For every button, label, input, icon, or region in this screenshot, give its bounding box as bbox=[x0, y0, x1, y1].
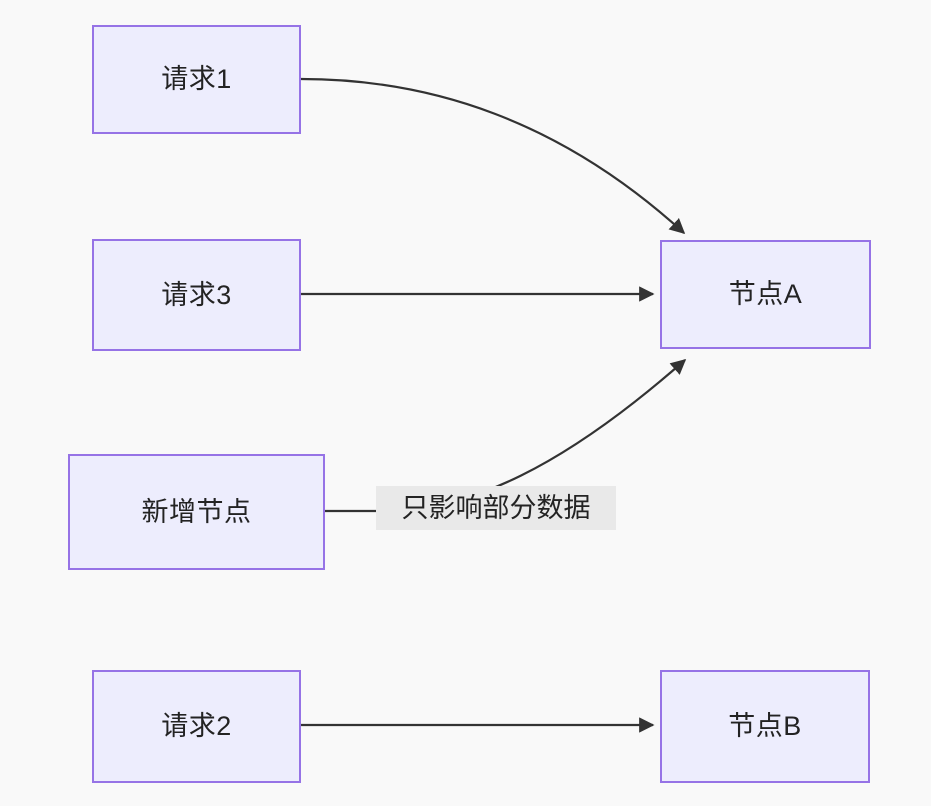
node-req3[interactable]: 请求3 bbox=[92, 239, 301, 351]
node-req2[interactable]: 请求2 bbox=[92, 670, 301, 783]
node-label: 节点B bbox=[728, 711, 802, 741]
node-label: 请求1 bbox=[161, 64, 232, 94]
edge-label-partial-data[interactable]: 只影响部分数据 bbox=[376, 486, 616, 530]
edge-req1-to-nodeA bbox=[300, 77, 686, 235]
node-req1[interactable]: 请求1 bbox=[92, 25, 301, 134]
node-label: 节点A bbox=[728, 279, 803, 309]
node-new-node[interactable]: 新增节点 bbox=[68, 454, 325, 570]
node-label: 请求2 bbox=[161, 711, 232, 741]
node-b[interactable]: 节点B bbox=[660, 670, 870, 783]
edge-label-text: 只影响部分数据 bbox=[401, 492, 591, 523]
node-label: 新增节点 bbox=[141, 496, 252, 527]
node-label: 请求3 bbox=[161, 279, 232, 310]
node-a[interactable]: 节点A bbox=[660, 240, 871, 349]
